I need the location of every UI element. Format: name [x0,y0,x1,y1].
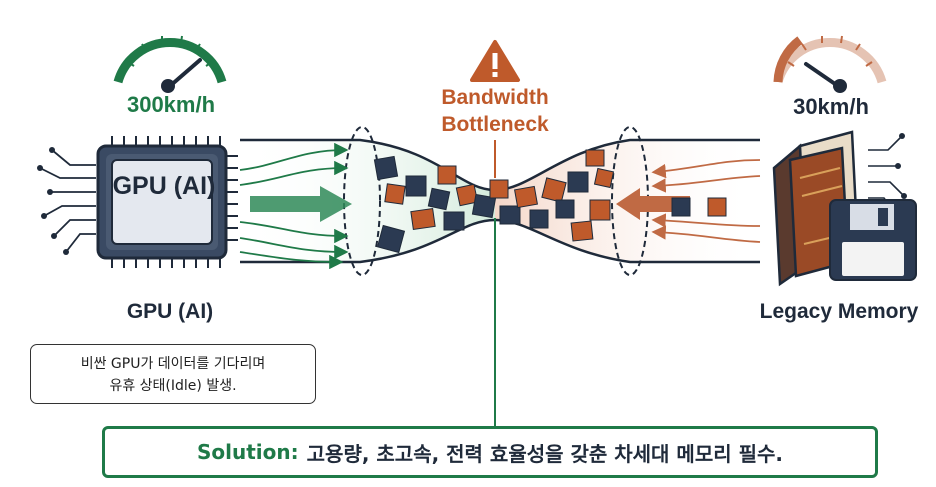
solution-box: Solution: 고용량, 초고속, 전력 효율성을 갖춘 차세대 메모리 필… [102,426,878,478]
solution-text: 고용량, 초고속, 전력 효율성을 갖춘 차세대 메모리 필수. [306,441,783,466]
gpu-speed-label: 300km/h [126,92,216,117]
bottleneck-label: Bandwidth Bottleneck [441,86,549,136]
books-icon [772,130,907,287]
gpu-flow-arrows [239,142,349,270]
memory-flow-arrows [651,159,761,243]
note-line-2: 유휴 상태(Idle) 발생. [109,378,237,394]
big-green-arrow [250,186,352,222]
floppy-disk-icon [829,199,917,281]
pipe [240,126,760,276]
solution-label: Solution: [197,440,299,464]
memory-speed-label: 30km/h [793,94,869,119]
data-blocks [373,149,727,254]
gpu-name-label: GPU (AI) [126,300,214,323]
note-line-1: 비싼 GPU가 데이터를 기다리며 [80,356,266,372]
warning-icon [470,40,520,82]
gpu-chip-icon [37,136,238,268]
gpu-chip-label: GPU (AI) [112,172,216,200]
memory-speed-gauge-icon [773,35,887,93]
legacy-memory-label: Legacy Memory [759,300,919,323]
speed-gauge-icon [113,35,227,93]
gpu-idle-note: 비싼 GPU가 데이터를 기다리며 유휴 상태(Idle) 발생. [30,344,316,404]
